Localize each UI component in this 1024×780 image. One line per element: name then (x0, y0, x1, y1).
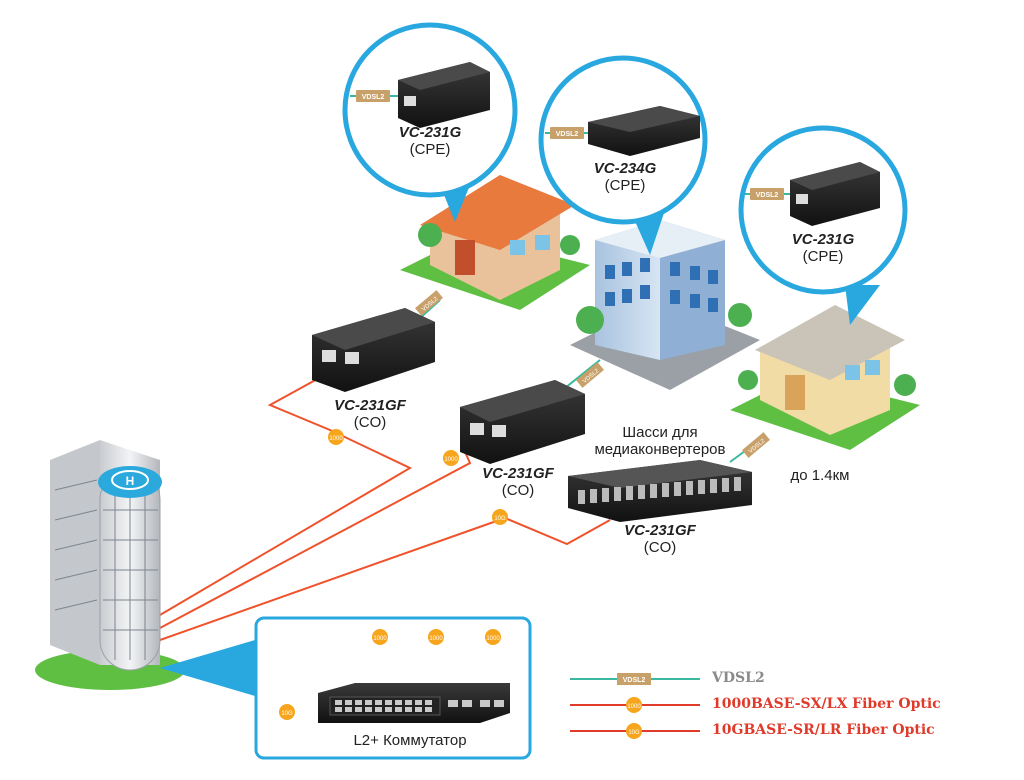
bubble-2-label: VC-234G (CPE) (575, 160, 675, 194)
legend-tag-text: VDSL2 (623, 677, 646, 684)
vdsl-tag-text: VDSL2 (556, 131, 579, 138)
fiber-1g-tag: 1000 (485, 629, 501, 645)
co-1-label: VC-231GF (CO) (320, 397, 420, 431)
device-model: VC-231GF (334, 397, 406, 414)
legend-tag-text: 10G (628, 730, 640, 736)
fiber-line-2 (159, 444, 472, 629)
fiber-line-3 (159, 516, 611, 641)
callout-bubble (738, 125, 908, 325)
fiber-tag-text: 1000 (486, 636, 500, 642)
tower-building-icon: H (35, 440, 185, 690)
fiber-tag-text: 1000 (444, 457, 458, 463)
device-role: (CO) (643, 539, 677, 556)
chassis-icon (568, 460, 752, 522)
vdsl-tag: VDSL2 (356, 90, 390, 102)
vdsl-tag-text: VDSL2 (756, 192, 779, 199)
vdsl-tag-text: VDSL2 (362, 94, 385, 101)
legend-label-vdsl: VDSL2 (712, 670, 765, 686)
fiber-tag-text: 10G (494, 516, 506, 522)
co-2-label: VC-231GF (CO) (468, 465, 568, 499)
device-model: VC-234G (593, 160, 657, 177)
bubble-1-label: VC-231G (CPE) (380, 124, 480, 158)
fiber-1g-tag: 1000 (443, 450, 459, 466)
media-converter-icon (312, 308, 435, 392)
co-3-label: VC-231GF (CO) (605, 522, 715, 556)
vdsl-tag: VDSL2 (415, 290, 443, 316)
device-model: VC-231G (398, 124, 462, 141)
device-role: (CO) (501, 482, 535, 499)
vdsl-tag: VDSL2 (750, 188, 784, 200)
media-converter-icon (460, 380, 585, 464)
legend: VDSL2 1000 10G (570, 673, 700, 739)
fiber-1g-tag: 1000 (372, 629, 388, 645)
fiber-1g-tag: 1000 (428, 629, 444, 645)
callout-bubble (538, 55, 708, 255)
switch-label: L2+ Коммутатор (353, 732, 467, 749)
vdsl-line-2 (564, 359, 601, 389)
device-model: VC-231G (791, 231, 855, 248)
distance-label: до 1.4км (790, 467, 850, 484)
device-role: (CPE) (802, 248, 844, 265)
fiber-10g-tag: 10G (279, 704, 295, 720)
office-building-icon (570, 220, 760, 390)
fiber-10g-tag: 10G (492, 509, 508, 525)
fiber-tag-text: 10G (281, 711, 293, 717)
house-icon (730, 305, 920, 450)
bubble-3-label: VC-231G (CPE) (773, 231, 873, 265)
chassis-label-line1: Шасси для (622, 424, 698, 441)
fiber-line-1 (159, 371, 413, 616)
chassis-label-line2: медиаконвертеров (594, 441, 726, 458)
device-model: VC-231GF (482, 465, 554, 482)
legend-tag-text: 1000 (627, 704, 641, 710)
device-role: (CPE) (409, 141, 451, 158)
device-model: VC-231GF (624, 522, 696, 539)
fiber-1g-tag: 1000 (328, 429, 344, 445)
legend-label-10g: 10GBASE-SR/LR Fiber Optic (712, 722, 935, 738)
svg-text:H: H (126, 474, 135, 488)
device-role: (CO) (353, 414, 387, 431)
chassis-label: Шасси для медиаконвертеров (580, 424, 740, 458)
legend-label-1g: 1000BASE-SX/LX Fiber Optic (712, 696, 941, 712)
vdsl-tag: VDSL2 (742, 432, 770, 458)
house-icon (400, 175, 590, 310)
device-role: (CPE) (604, 177, 646, 194)
l2-switch-icon (318, 683, 510, 723)
fiber-tag-text: 1000 (429, 636, 443, 642)
fiber-tag-text: 1000 (329, 436, 343, 442)
fiber-tag-text: 1000 (373, 636, 387, 642)
vdsl-tag: VDSL2 (550, 127, 584, 139)
media-converter-icon (745, 162, 880, 226)
